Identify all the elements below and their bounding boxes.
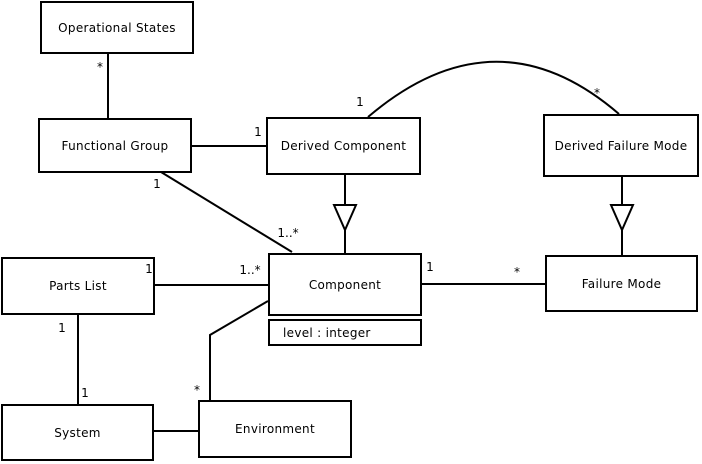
multiplicity-label-operational-states: * bbox=[97, 60, 103, 74]
class-box-functional-group[interactable]: Functional Group bbox=[38, 118, 192, 173]
class-box-derived-component[interactable]: Derived Component bbox=[266, 117, 421, 175]
multiplicity-label-functional-group: 1 bbox=[153, 177, 161, 191]
class-box-derived-failure-mode[interactable]: Derived Failure Mode bbox=[543, 114, 699, 177]
class-label: Environment bbox=[235, 422, 315, 436]
multiplicity-label-arc-derived-component: 1 bbox=[356, 95, 364, 109]
generalization-arrow-icon bbox=[609, 204, 635, 233]
multiplicity-label-system: 1 bbox=[81, 386, 89, 400]
multiplicity-label-component-left: 1..* bbox=[239, 263, 261, 277]
class-box-parts-list[interactable]: Parts List bbox=[1, 257, 155, 315]
multiplicity-label-parts-list: 1 bbox=[145, 262, 153, 276]
multiplicity-label-failure-mode: * bbox=[514, 265, 520, 279]
class-label: Component bbox=[308, 277, 382, 292]
multiplicity-label-environment: * bbox=[194, 383, 200, 397]
class-label: Derived Failure Mode bbox=[554, 138, 688, 153]
class-box-system[interactable]: System bbox=[1, 404, 154, 461]
class-label: Derived Component bbox=[280, 139, 407, 153]
class-label: Parts List bbox=[49, 279, 107, 293]
edge-derived-component-derived-failure-mode bbox=[367, 60, 620, 118]
class-label: System bbox=[54, 425, 101, 440]
class-box-environment[interactable]: Environment bbox=[198, 400, 352, 458]
class-box-operational-states[interactable]: Operational States bbox=[40, 1, 194, 54]
multiplicity-label-arc-derived-failure-mode: * bbox=[594, 86, 600, 100]
class-label: Operational States bbox=[58, 20, 176, 35]
edge-environment-component bbox=[209, 300, 269, 400]
multiplicity-label-component-right: 1 bbox=[426, 260, 434, 274]
edge-functional-group-component bbox=[160, 171, 293, 253]
multiplicity-label-derived-component: 1 bbox=[254, 125, 262, 139]
class-label: Failure Mode bbox=[581, 276, 662, 291]
generalization-arrow-icon bbox=[332, 204, 358, 233]
class-box-failure-mode[interactable]: Failure Mode bbox=[545, 255, 698, 312]
multiplicity-label-parts-list-bottom: 1 bbox=[58, 321, 66, 335]
multiplicity-label-component-upper: 1..* bbox=[277, 226, 299, 240]
class-box-component[interactable]: Component bbox=[268, 253, 422, 316]
class-box-component-attributes[interactable]: level : integer bbox=[268, 319, 422, 346]
attribute-label: level : integer bbox=[283, 325, 371, 340]
class-label: Functional Group bbox=[61, 138, 169, 153]
